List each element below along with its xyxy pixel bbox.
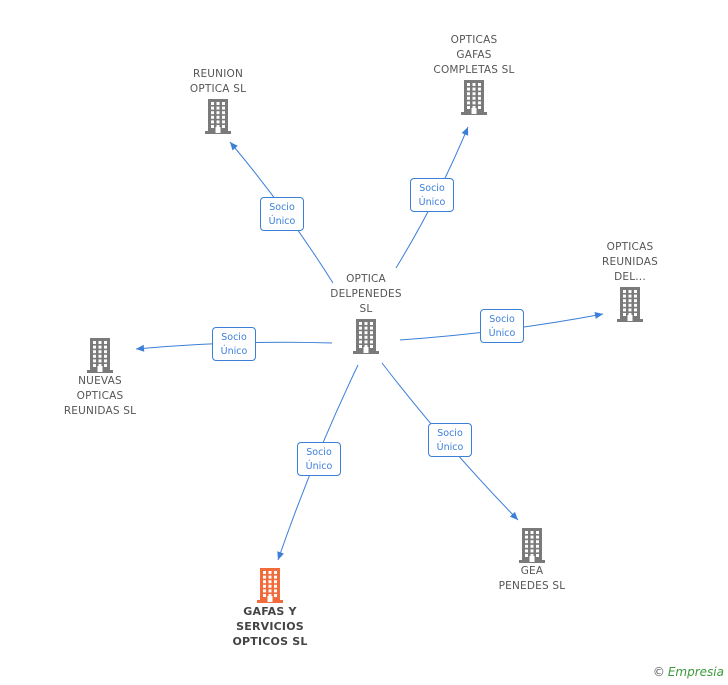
- company-node-gafas-y-servicios[interactable]: GAFAS Y SERVICIOS OPTICOS SL: [220, 566, 320, 649]
- relation-badge: Socio Único: [260, 197, 304, 231]
- building-icon: [519, 528, 545, 563]
- building-icon: [461, 80, 487, 115]
- relation-badge: Socio Único: [297, 442, 341, 476]
- building-icon: [205, 99, 231, 134]
- arrowhead: [230, 142, 238, 151]
- company-node-nuevas-opticas-reunidas[interactable]: NUEVAS OPTICAS REUNIDAS SL: [50, 336, 150, 419]
- relation-badge: Socio Único: [410, 178, 454, 212]
- company-label: REUNION OPTICA SL: [189, 68, 247, 95]
- arrowhead: [594, 312, 603, 319]
- credit-line[interactable]: ©Empresia: [653, 665, 724, 679]
- center-company-node[interactable]: OPTICA DELPENEDES SL: [318, 272, 414, 355]
- company-label: NUEVAS OPTICAS REUNIDAS SL: [63, 375, 137, 417]
- relation-badge: Socio Único: [212, 327, 256, 361]
- brand-name: Empresia: [667, 665, 724, 679]
- company-label: GAFAS Y SERVICIOS OPTICOS SL: [232, 605, 308, 648]
- center-company-label: OPTICA DELPENEDES SL: [330, 273, 402, 315]
- copyright-symbol: ©: [652, 665, 665, 679]
- relation-badge: Socio Único: [428, 423, 472, 457]
- arrowhead: [461, 127, 469, 136]
- company-node-opticas-gafas-completas[interactable]: OPTICAS GAFAS COMPLETAS SL: [418, 33, 530, 116]
- building-icon: [617, 287, 643, 322]
- company-label: OPTICAS REUNIDAS DEL...: [602, 241, 658, 283]
- building-icon-highlighted: [257, 568, 283, 603]
- company-label: GEA PENEDES SL: [498, 565, 566, 592]
- arrowhead: [136, 344, 145, 352]
- company-node-reunion-optica[interactable]: REUNION OPTICA SL: [170, 67, 266, 135]
- company-label: OPTICAS GAFAS COMPLETAS SL: [433, 34, 515, 76]
- arrowhead: [277, 551, 284, 560]
- building-icon: [353, 319, 379, 354]
- arrowhead: [509, 511, 518, 520]
- company-node-opticas-reunidas-del[interactable]: OPTICAS REUNIDAS DEL...: [582, 240, 678, 323]
- building-icon: [87, 338, 113, 373]
- relation-badge: Socio Único: [480, 309, 524, 343]
- company-node-gea-penedes[interactable]: GEA PENEDES SL: [484, 526, 580, 594]
